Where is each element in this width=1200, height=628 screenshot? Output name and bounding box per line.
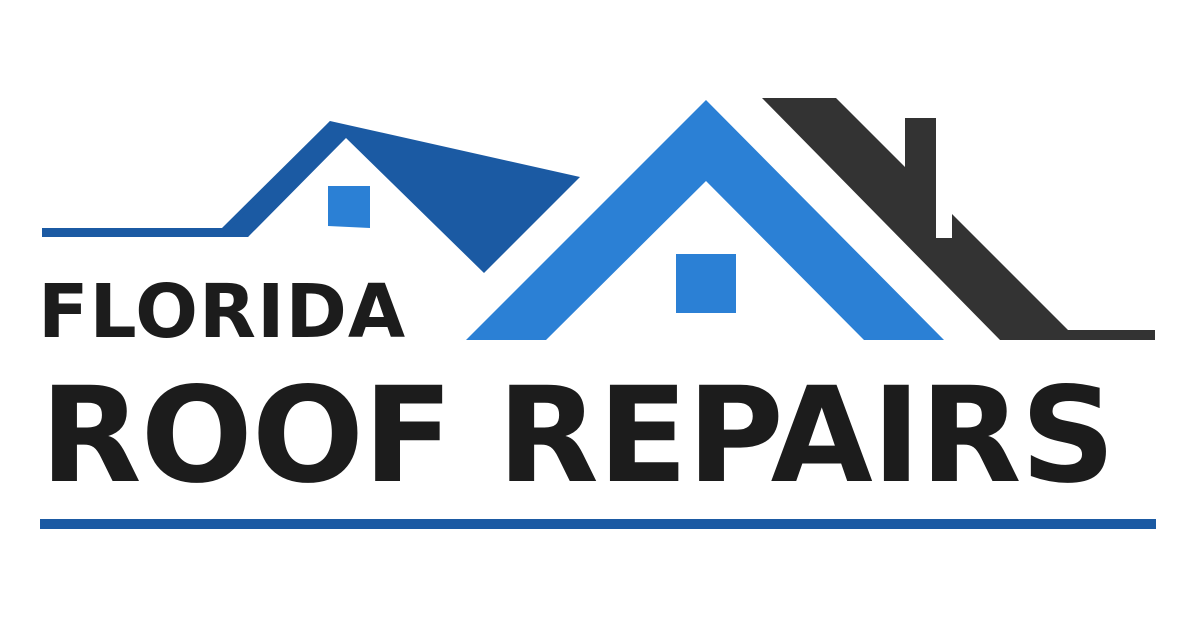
left-roof-window	[328, 186, 370, 228]
brand-line-florida: FLORIDA	[38, 269, 407, 355]
brand-line-roof-repairs: ROOF REPAIRS	[40, 359, 1116, 513]
right-roof	[762, 98, 1155, 340]
brand-underline	[40, 519, 1156, 529]
left-roof	[222, 121, 580, 273]
center-roof	[466, 100, 944, 340]
center-roof-window	[676, 254, 736, 313]
left-base-line	[42, 228, 248, 237]
